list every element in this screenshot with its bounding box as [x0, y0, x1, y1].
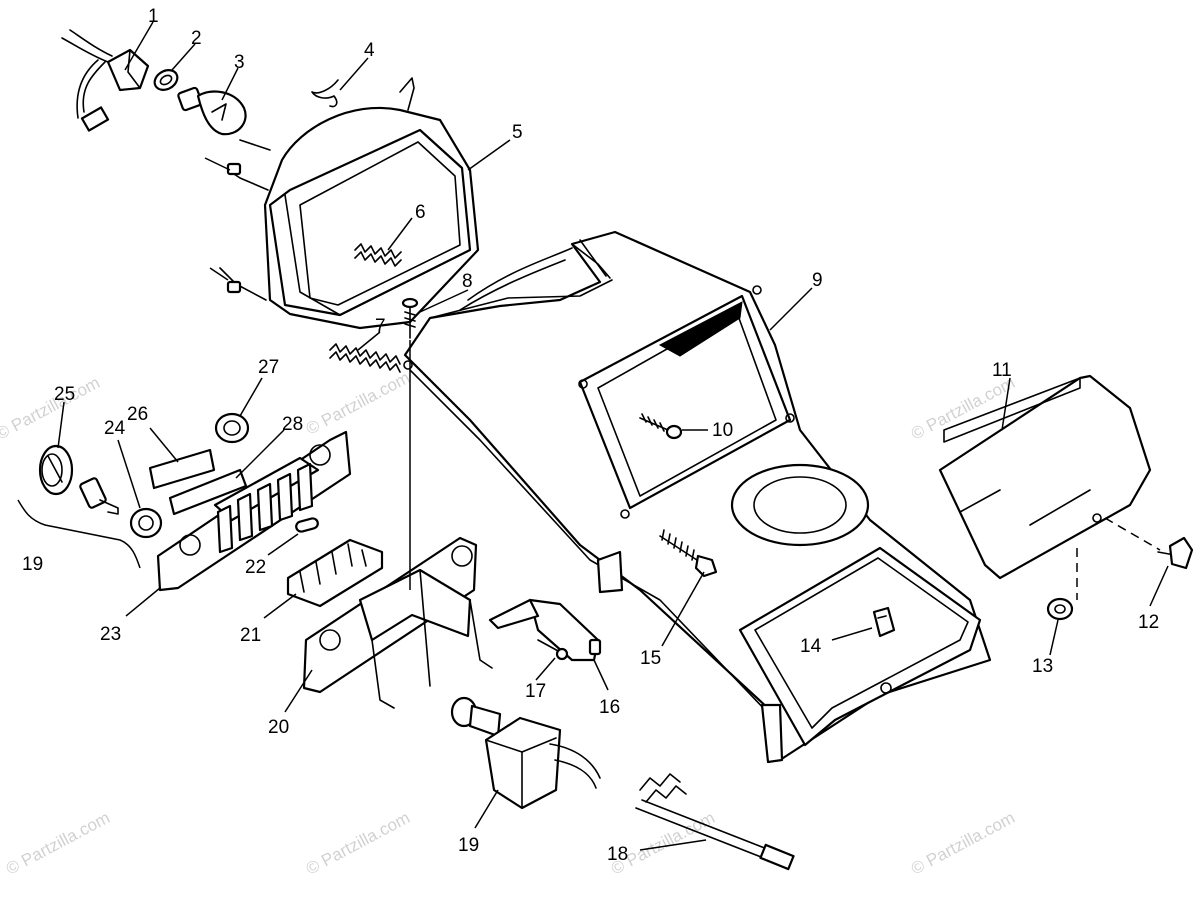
nut-part-24: [129, 507, 163, 539]
callout-27: 27: [258, 357, 279, 378]
wire-plug-part: [61, 29, 150, 132]
cover-plate-part: [938, 374, 1152, 580]
bracket-part-20: [302, 536, 493, 709]
callout-19: 19: [458, 835, 479, 856]
group-bracket: [17, 499, 141, 569]
callout-22: 22: [245, 557, 266, 578]
callout-17: 17: [525, 681, 546, 702]
hidden-line: [1104, 517, 1161, 551]
watermark: © Partzilla.com: [0, 373, 103, 444]
screw-part-10: [639, 413, 683, 440]
spring-part-lower: [329, 343, 401, 373]
console-panel-part: [403, 230, 992, 764]
spring-part-upper: [354, 243, 402, 267]
switch-block-part-21: [286, 538, 384, 608]
switch-panel-part-23: [156, 430, 352, 592]
callout-28: 28: [282, 414, 303, 435]
callout-3: 3: [234, 52, 245, 73]
spring-clip-part: [311, 79, 339, 108]
bezel-part-28: [168, 468, 248, 516]
callout-10: 10: [712, 420, 733, 441]
callout-21: 21: [240, 625, 261, 646]
assembly-line: [204, 157, 231, 171]
callout-11: 11: [992, 360, 1012, 381]
callout-9: 9: [812, 270, 823, 291]
callouts: 1 2 3 4 5 6 8 7 9 10 11 12 13 14 15 16 1: [22, 6, 1169, 865]
callout-25: 25: [54, 384, 75, 405]
callout-19-left: 19: [22, 554, 43, 575]
toggle-switch-part-16: [488, 598, 602, 662]
callout-16: 16: [599, 697, 620, 718]
watermark: © Partzilla.com: [3, 808, 113, 879]
headlight-housing-part: [219, 77, 480, 330]
wiring-harness-part-18: [635, 773, 795, 871]
callout-26: 26: [127, 404, 148, 425]
thumbscrew-part-12: [1157, 536, 1194, 570]
screw-part-15: [659, 529, 718, 578]
watermark: © Partzilla.com: [303, 808, 413, 879]
callout-24: 24: [104, 418, 126, 439]
callout-23: 23: [100, 624, 121, 645]
key-switch-part-25: [38, 444, 74, 496]
key-part: [79, 477, 119, 515]
nut-part-27: [214, 412, 250, 444]
bulb-clip-part: [153, 69, 179, 91]
callout-18: 18: [607, 844, 628, 865]
callout-20: 20: [268, 717, 289, 738]
callout-7: 7: [375, 316, 386, 337]
callout-1: 1: [148, 6, 159, 27]
callout-2: 2: [191, 28, 202, 49]
callout-5: 5: [512, 122, 523, 143]
callout-12: 12: [1138, 612, 1159, 633]
plug-part-14: [872, 606, 896, 638]
callout-4: 4: [364, 40, 375, 61]
decal-part-26: [148, 448, 216, 490]
callout-14: 14: [800, 636, 822, 657]
watermark: © Partzilla.com: [908, 808, 1018, 879]
watermark: © Partzilla.com: [303, 368, 413, 439]
grommet-part-13: [1046, 597, 1074, 621]
callout-6: 6: [415, 202, 426, 223]
callout-8: 8: [462, 271, 473, 292]
screw-part-8: [401, 297, 419, 339]
callout-13: 13: [1032, 656, 1053, 677]
callout-15: 15: [640, 648, 661, 669]
bulb-part-22: [295, 517, 319, 533]
light-socket-part-19: [450, 696, 601, 810]
bulb-part: [177, 86, 247, 136]
screw-part-17: [537, 639, 569, 661]
assembly-line: [209, 267, 229, 281]
